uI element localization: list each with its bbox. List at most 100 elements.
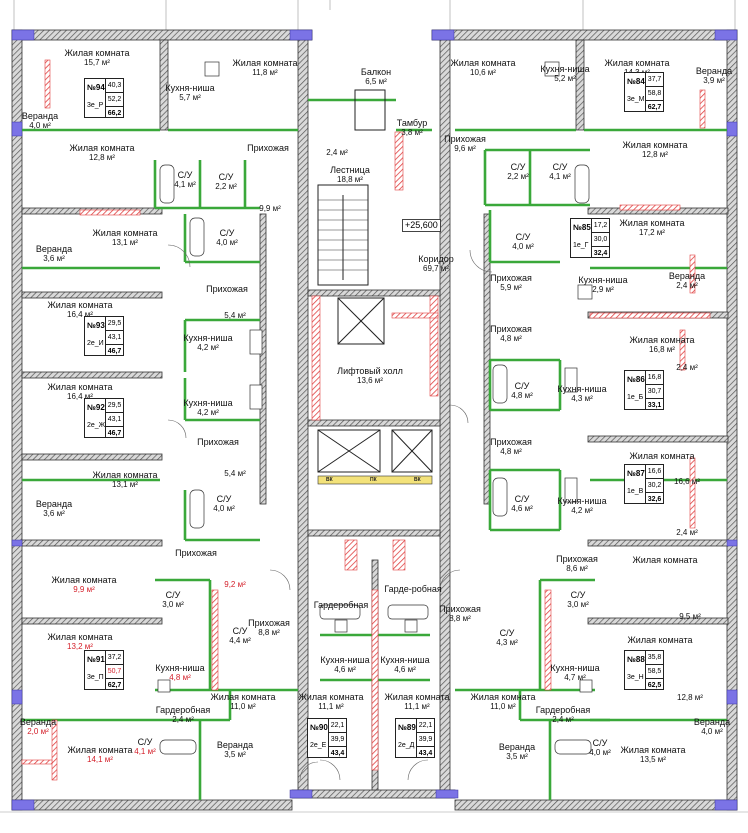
room-area: 11,8 м² [252,68,278,77]
room-area: 4,2 м² [571,506,593,515]
apartment-number: №92 [87,403,105,412]
room-area: 4,1 м² [174,180,196,189]
room-area: 2,4 м² [326,148,348,157]
room-name: С/У [216,494,232,504]
total-area: 30,0 [592,233,609,247]
lift-mark-left: ВК [326,477,333,483]
room-name: С/У [177,170,193,180]
living-area: 29,5 [106,399,123,413]
room-name: С/У [570,590,586,600]
room-area: 2,0 м² [27,727,49,736]
room-area: 4,0 м² [29,121,51,130]
room-name: Веранда [668,271,706,281]
room-name: Жилая комната [619,218,685,228]
living-area: 37,2 [106,651,123,665]
room-name: С/У [218,172,234,182]
room-name: Лестница [330,165,370,175]
apartment-code: 3е_П [87,674,104,681]
room-name: Кухня-ниша [320,655,370,665]
room-area: 8,6 м² [566,564,588,573]
room-name: Прихожая [490,437,532,447]
room-name: Гардеробная [155,705,211,715]
room-name: Жилая комната [69,143,135,153]
living-area: 40,3 [106,79,123,93]
room-name: Жилая комната [450,58,516,68]
room-name: Прихожая [248,618,290,628]
room-area: 16,4 м² [67,310,93,319]
total-area: 39,9 [417,733,434,747]
room-label-l6: Прихожая [247,143,289,153]
room-name: С/У [514,494,530,504]
room-area: 4,0 м² [213,504,235,513]
full-area: 46,7 [107,348,122,355]
room-label-l70: Жилая комната [629,451,694,461]
room-area: 12,8 м² [642,150,668,159]
room-area: 2,4 м² [676,363,698,372]
room-area: 16,4 м² [67,392,93,401]
room-name: Жилая комната [47,382,113,392]
room-name: Жилая комната [384,692,450,702]
apartment-code: 3е_Р [87,102,104,109]
room-label-l78: 9,5 м² [679,612,701,622]
room-label-l68: 2,4 м² [676,363,698,373]
full-area: 62,5 [647,682,662,689]
living-area: 29,5 [106,317,123,331]
room-area: 8,8 м² [449,614,471,623]
living-area: 22,1 [417,719,434,733]
room-area: 4,8 м² [511,391,533,400]
room-name: Кухня-ниша [578,275,628,285]
room-name: Жилая комната [629,451,695,461]
room-name: Веранда [693,717,731,727]
total-area: 30,2 [646,479,663,493]
room-name: Балкон [360,67,392,77]
room-area: 4,2 м² [197,408,219,417]
room-area: 15,7 м² [84,58,110,67]
room-area: 3,5 м² [506,752,528,761]
room-label-l21: 5,4 м² [224,469,246,479]
room-name: Кухня-ниша [550,663,600,673]
apartment-number: №84 [627,77,645,86]
room-area: 14,1 м² [87,755,113,764]
room-name: Жилая комната [232,58,298,68]
room-area: 4,6 м² [511,504,533,513]
apartment-code: 1е_Б [627,394,644,401]
apartment-code: 2е_Ж [87,422,106,429]
room-area: 4,6 м² [334,665,356,674]
room-area: 4,7 м² [564,673,586,682]
room-name: Жилая комната [92,228,158,238]
room-area: 5,7 м² [179,93,201,102]
room-label-l27: 9,2 м² [224,580,246,590]
room-name: С/У [514,381,530,391]
room-label-l40: 2,4 м² [326,148,348,158]
living-area: 37,7 [646,73,663,87]
full-area: 66,2 [107,110,122,117]
